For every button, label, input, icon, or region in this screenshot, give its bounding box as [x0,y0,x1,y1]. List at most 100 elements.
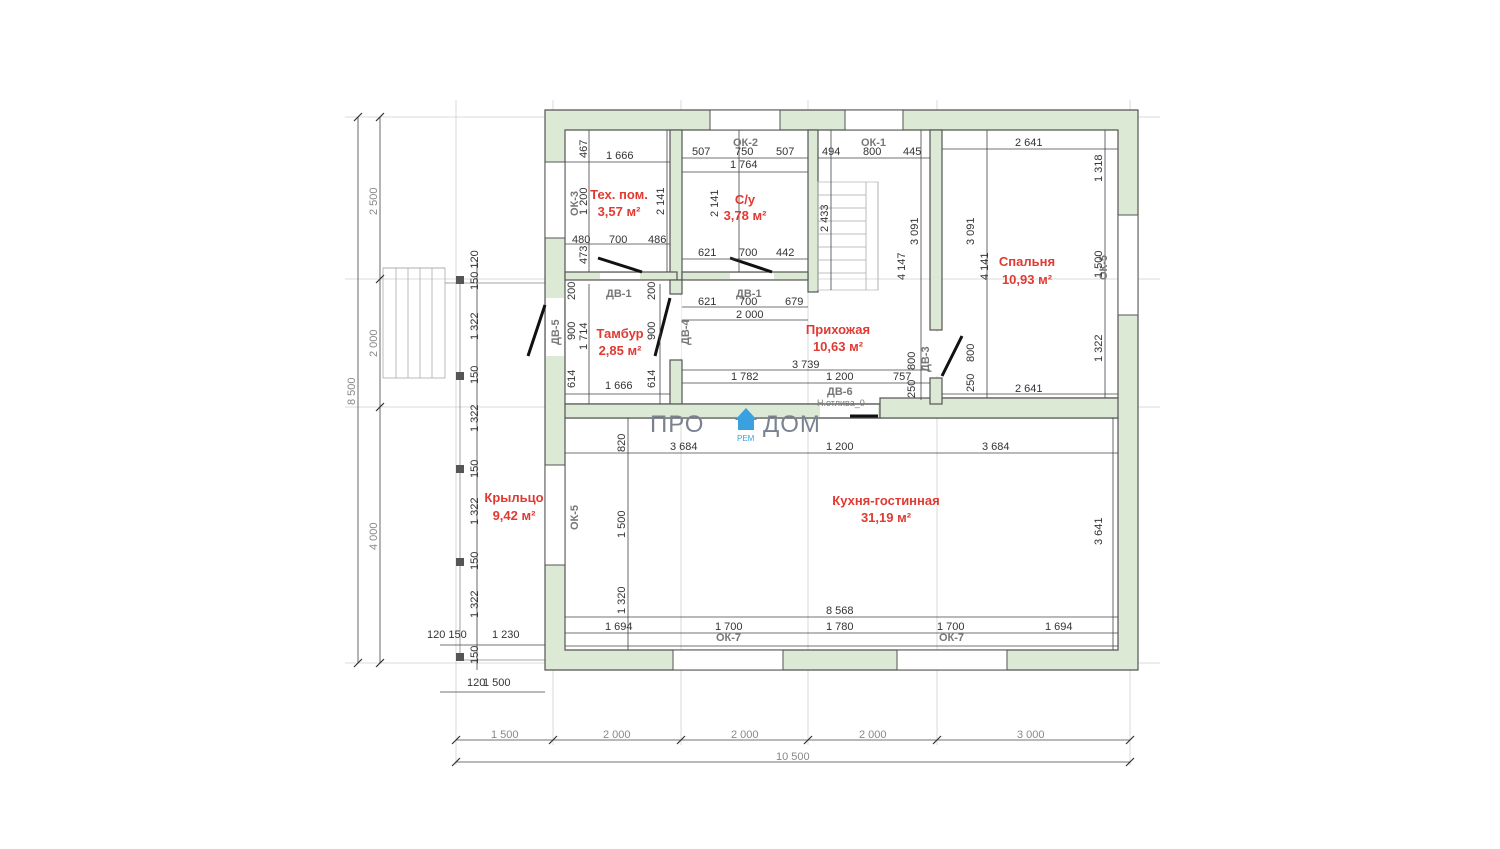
dim: 150 [469,552,481,570]
dim-axis-bottom: 3 000 [1017,729,1045,741]
label-dv6: ДВ-6 [827,386,853,398]
dim: 800 [906,352,918,370]
dim-axis-bottom: 1 500 [491,729,519,741]
dim: 3 091 [965,217,977,245]
label-dv3: ДВ-3 [920,346,932,372]
dim: 3 641 [1093,517,1105,545]
dim: 507 [776,146,794,158]
dim: 1 500 [1093,250,1105,278]
dim: 4 141 [979,252,991,280]
dim: 2 641 [1015,137,1043,149]
dim: 700 [609,234,627,246]
dim: 820 [616,434,628,452]
room-area-kitchen: 31,19 м² [861,510,912,525]
dim-total-bottom: 10 500 [776,751,810,763]
dim: 200 [646,282,658,300]
staircase [817,181,879,291]
room-area-bedroom: 10,93 м² [1002,272,1053,287]
dimension-lines [357,117,1130,763]
dim: 900 [646,322,658,340]
dim: 1 780 [826,621,854,633]
dim-axis-left: 4 000 [368,522,380,550]
dim: 1 200 [578,187,590,215]
dim: 1 694 [605,621,633,633]
dim: 750 [735,146,753,158]
dim-total-left: 8 500 [346,377,358,405]
dim: 614 [646,370,658,388]
dim: 1 322 [469,590,481,618]
dim: 1 782 [731,371,759,383]
dimension-texts: 1 500 2 000 2 000 2 000 3 000 10 500 2 5… [346,137,1105,763]
dim: 3 739 [792,359,820,371]
dim: 1 714 [578,322,590,350]
dim: 900 [566,322,578,340]
dim: 1 700 [715,621,743,633]
logo-part-1: ПРО [650,411,704,438]
windows [544,109,1139,671]
label-ok7-left: ОК-7 [716,632,741,644]
dim: 150 [469,460,481,478]
dim: 2 433 [819,204,831,232]
room-name-vestibule: Тамбур [596,326,643,341]
label-ok3: ОК-3 [569,191,581,216]
dim: 2 000 [736,309,764,321]
room-area-vestibule: 2,85 м² [599,343,643,358]
dim: 2 141 [655,187,667,215]
label-ok5-right: ОК-5 [1098,255,1110,280]
room-area-tech: 3,57 м² [598,204,642,219]
dim: 614 [566,370,578,388]
label-dv4: ДВ-4 [680,319,692,345]
dim: 1 322 [469,497,481,525]
dim: 150 [469,646,481,664]
label-sill: Н.отлива_0 [817,398,865,408]
dim: 3 684 [670,441,698,453]
dim-axis-bottom: 2 000 [859,729,887,741]
label-ok1: ОК-1 [861,137,886,149]
dim-axis-bottom: 2 000 [731,729,759,741]
doors [526,256,964,418]
room-labels: Тех. пом. 3,57 м² С/у 3,78 м² Спальня 10… [484,187,1055,525]
label-dv5: ДВ-5 [550,319,562,345]
room-name-bedroom: Спальня [999,254,1055,269]
dim: 621 [698,296,716,308]
dim: 1 500 [483,677,511,689]
dim: 120 150 [427,629,467,641]
logo: ПРО РЕМ ДОМ [650,408,820,443]
room-name-kitchen: Кухня-гостинная [832,493,939,508]
dim: 800 [965,344,977,362]
dim: 1 320 [616,586,628,614]
room-name-wc: С/у [735,192,756,207]
dim: 1 200 [826,371,854,383]
logo-sub: РЕМ [737,434,755,443]
dim: 480 [572,234,590,246]
dim: 1 318 [1093,154,1105,182]
dim: 494 [822,146,840,158]
dim: 1 322 [469,404,481,432]
dim: 150 [469,366,481,384]
room-area-porch: 9,42 м² [493,508,537,523]
dim: 150 120 [469,250,481,290]
dim: 1 200 [826,441,854,453]
dimension-ticks [353,112,1135,767]
label-ok7-right: ОК-7 [939,632,964,644]
label-ok5-left: ОК-5 [569,505,581,530]
dim: 467 [578,140,590,158]
dim: 4 147 [896,252,908,280]
room-area-wc: 3,78 м² [724,208,768,223]
dim: 507 [692,146,710,158]
house-icon [735,408,757,430]
dim: 1 694 [1045,621,1073,633]
dim: 3 091 [909,217,921,245]
dim: 1 322 [1093,334,1105,362]
room-area-hall: 10,63 м² [813,339,864,354]
dim: 3 684 [982,441,1010,453]
dim: 2 141 [709,189,721,217]
dim: 1 764 [730,159,758,171]
dim: 1 230 [492,629,520,641]
room-name-porch: Крыльцо [484,490,543,505]
dim: 445 [903,146,921,158]
dim: 250 [965,374,977,392]
dim: 679 [785,296,803,308]
dim: 757 [893,371,911,383]
